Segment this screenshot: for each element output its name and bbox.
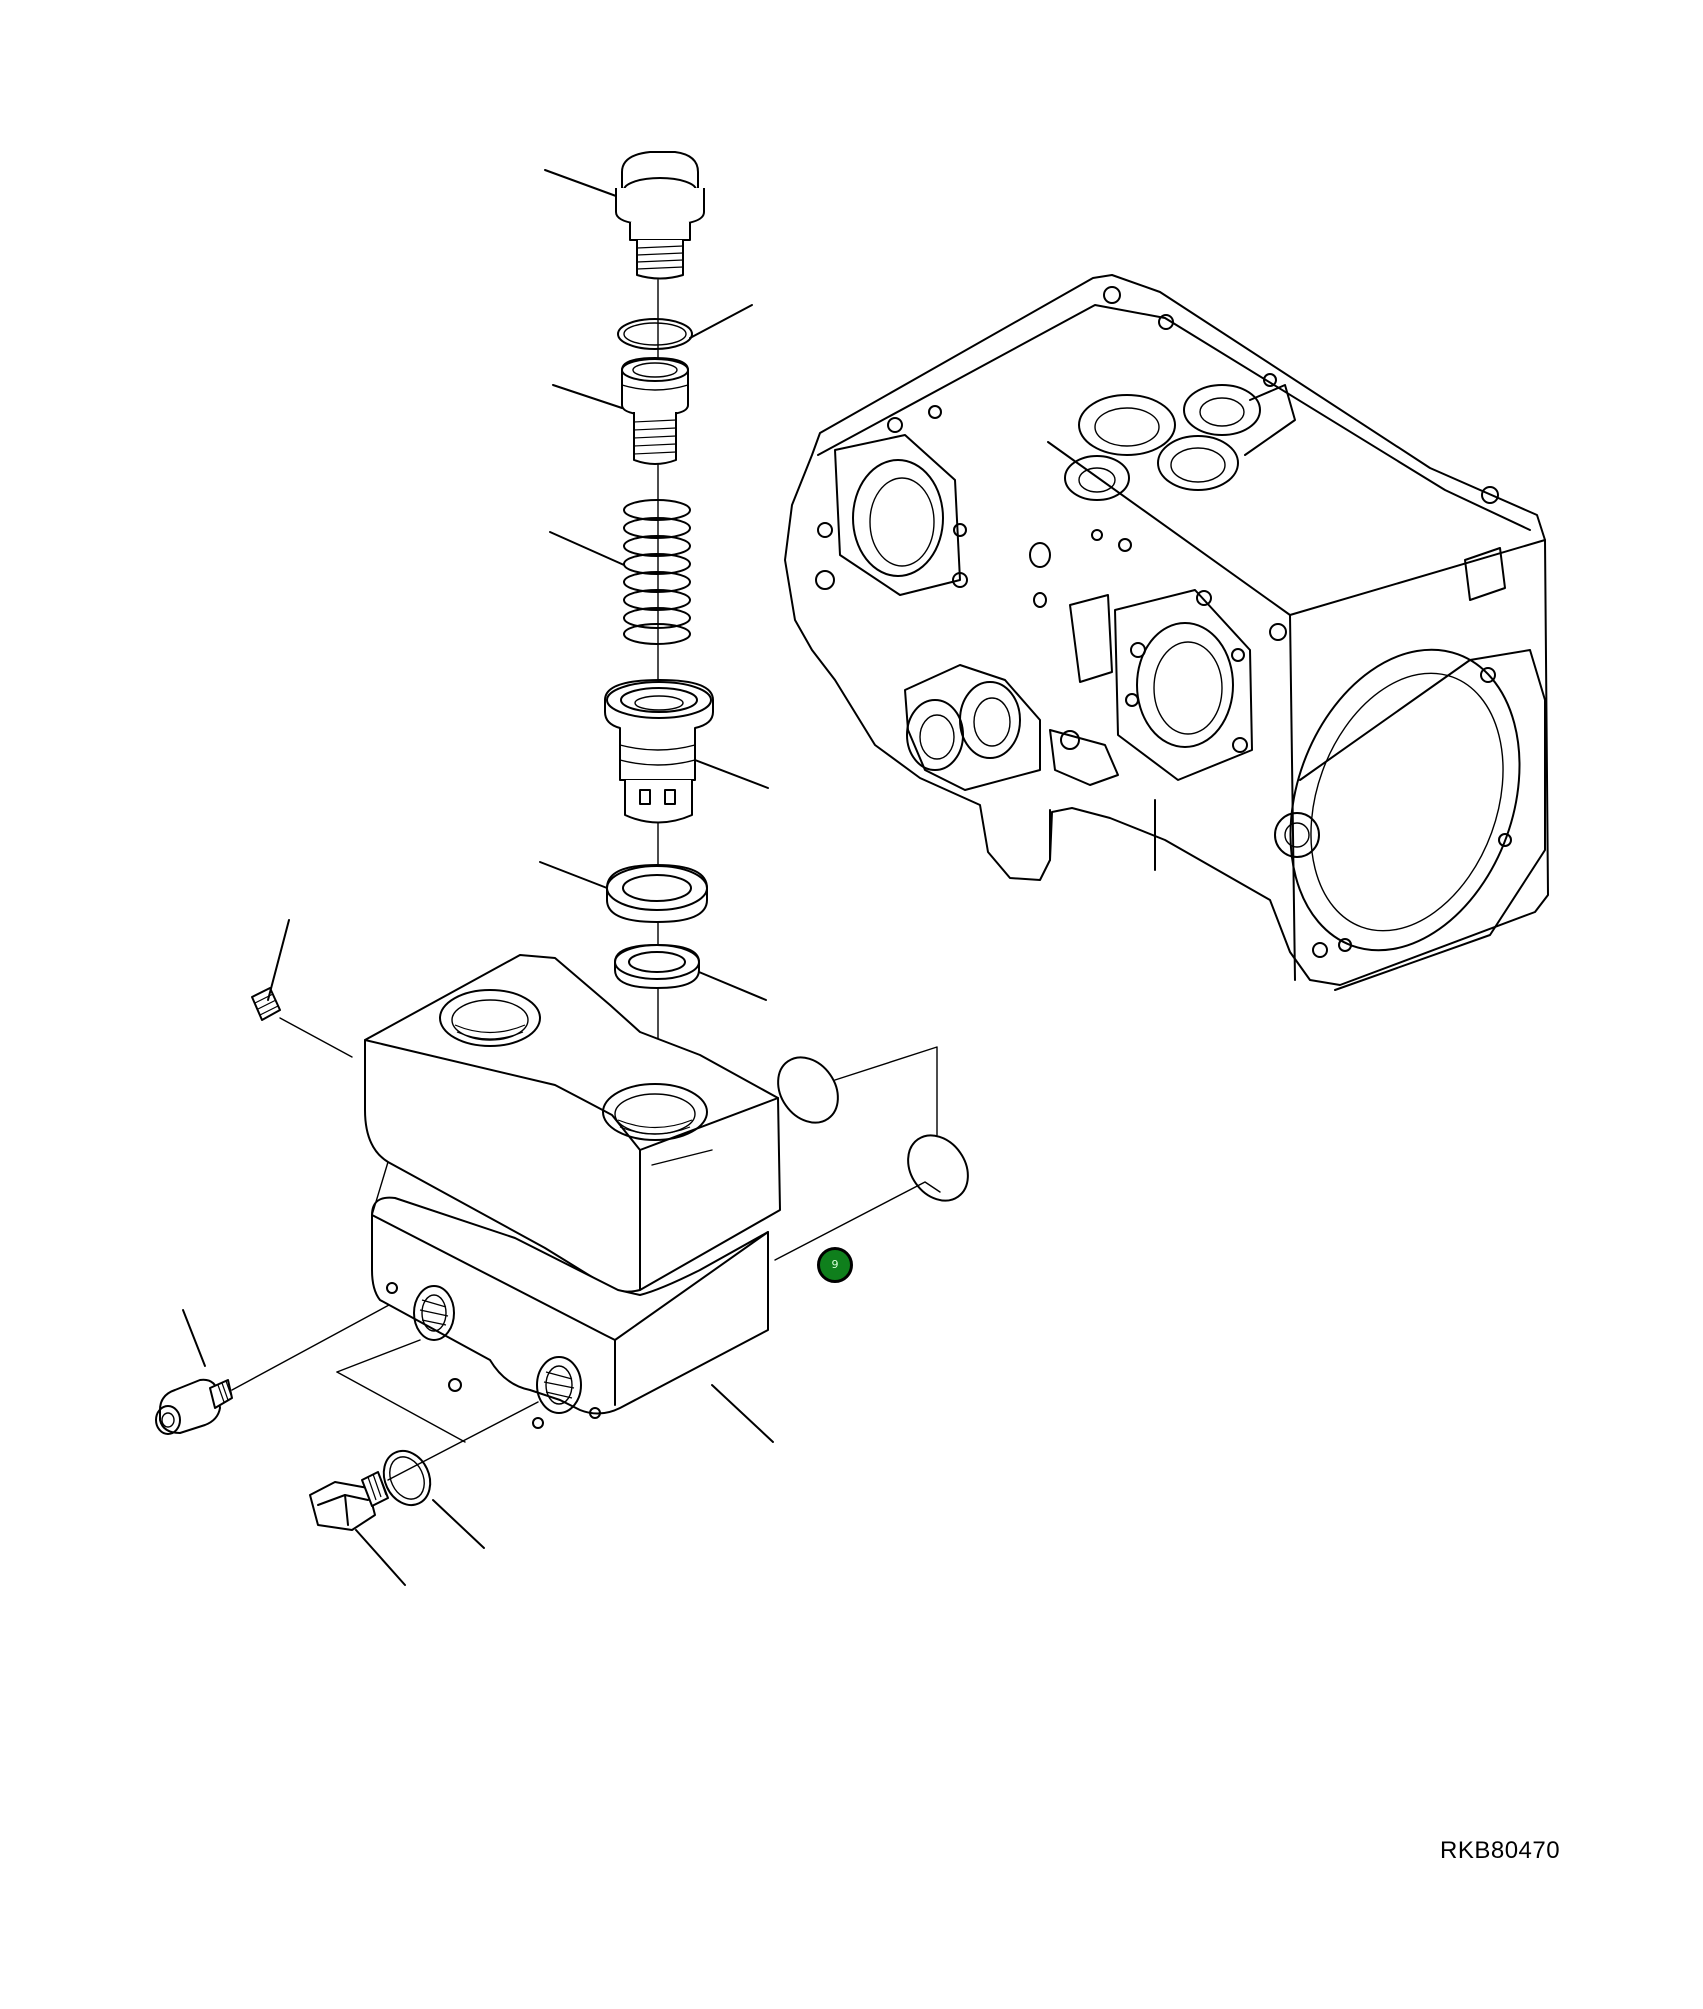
assembly-axis	[279, 1017, 353, 1058]
hex-bolt-part	[309, 1471, 389, 1531]
leader-line	[432, 1499, 485, 1549]
socket-bolt-part	[155, 1378, 233, 1435]
leader-line	[544, 169, 617, 197]
assembly-axis	[336, 1371, 466, 1443]
valve-body-part	[604, 679, 714, 824]
assembly-axis	[774, 1181, 941, 1261]
leader-line	[689, 304, 753, 339]
leader-line	[549, 531, 625, 566]
backup-ring-part	[606, 864, 708, 923]
drawing-code: RKB80470	[1440, 1837, 1561, 1864]
plug-part	[615, 151, 705, 280]
valve-seat-part	[621, 357, 689, 465]
o-ring-part	[907, 1134, 969, 1202]
leader-line	[355, 1529, 406, 1586]
leader-line	[182, 1309, 206, 1367]
assembly-axis	[231, 1304, 390, 1391]
leader-line	[711, 1384, 774, 1443]
valve-block-upper	[364, 954, 781, 1293]
part-hotspot-marker[interactable]: 9	[817, 1247, 853, 1283]
assembly-axis	[387, 1401, 539, 1481]
assembly-axis	[834, 1046, 938, 1136]
leader-line	[694, 759, 769, 789]
assembly-axis	[336, 1339, 421, 1373]
o-ring-part	[617, 318, 693, 350]
o-ring-part	[382, 1449, 432, 1507]
leader-line	[267, 919, 290, 1001]
spring-part	[623, 499, 691, 645]
o-ring-part	[777, 1056, 839, 1124]
seal-ring-part	[614, 944, 700, 989]
hotspot-label: 9	[831, 1258, 839, 1271]
leader-line	[552, 384, 623, 409]
valve-block-lower	[371, 1161, 769, 1429]
pump-housing-part	[784, 274, 1549, 991]
set-screw-part	[251, 987, 281, 1021]
leader-line	[539, 861, 608, 889]
leader-line	[698, 971, 767, 1001]
